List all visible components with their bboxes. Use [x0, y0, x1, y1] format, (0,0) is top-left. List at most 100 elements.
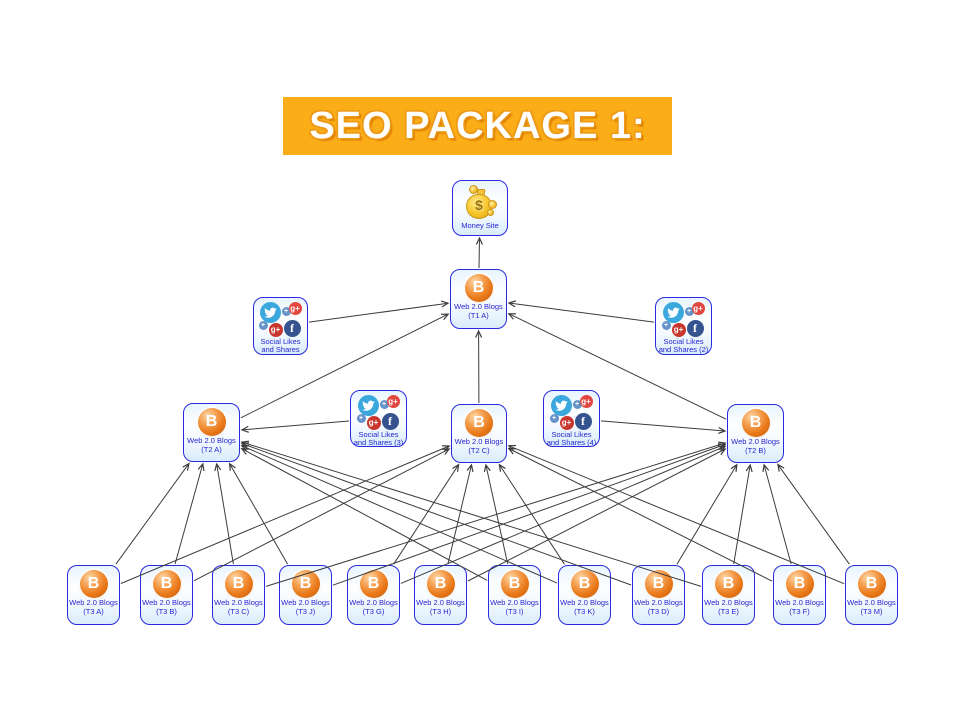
twitter-icon	[662, 302, 684, 323]
blogger-icon: B	[426, 570, 455, 598]
node-label: Social Likes	[663, 338, 704, 346]
googleplus-icon: g+	[386, 395, 400, 408]
node-t3a: B Web 2.0 Blogs (T3 A)	[67, 565, 120, 625]
node-t1a: B Web 2.0 Blogs (T1 A)	[450, 269, 507, 329]
node-label: Web 2.0 Blogs	[490, 599, 539, 607]
facebook-icon: f	[574, 413, 592, 430]
node-label: Web 2.0 Blogs	[69, 599, 118, 607]
googleplus-icon: g+	[288, 302, 302, 315]
node-label: Web 2.0 Blogs	[634, 599, 683, 607]
node-sublabel: and Shares (4)	[546, 438, 597, 447]
node-sublabel: (T3 G)	[362, 607, 385, 616]
title-banner: SEO PACKAGE 1:	[283, 97, 672, 155]
node-label: Web 2.0 Blogs	[416, 599, 465, 607]
social-likes-icon: +g++g+f	[549, 395, 594, 430]
like-thumb-icon: +	[258, 321, 268, 330]
twitter-icon	[357, 395, 379, 416]
node-label: Web 2.0 Blogs	[704, 599, 753, 607]
node-t3b: B Web 2.0 Blogs (T3 B)	[140, 565, 193, 625]
node-label: Social Likes	[551, 431, 592, 439]
blogger-icon: B	[785, 570, 814, 598]
node-label: Web 2.0 Blogs	[560, 599, 609, 607]
blogger-icon: B	[465, 409, 493, 437]
page-title: SEO PACKAGE 1:	[309, 104, 646, 147]
blogger-icon: B	[500, 570, 529, 598]
social-likes-icon: +g++g+f	[661, 302, 706, 337]
node-sublabel: (T2 C)	[468, 446, 490, 455]
node-sublabel: (T3 H)	[429, 607, 452, 616]
blogger-icon: B	[570, 570, 599, 598]
node-label: Web 2.0 Blogs	[731, 438, 780, 446]
node-label: Web 2.0 Blogs	[454, 438, 504, 446]
node-sublabel: (T3 I)	[505, 607, 524, 616]
blogger-icon: B	[644, 570, 673, 598]
node-t2c: B Web 2.0 Blogs (T2 C)	[451, 404, 507, 463]
node-money: $ Money Site	[452, 180, 508, 236]
googleplus-icon: g+	[366, 416, 381, 430]
googleplus-icon: g+	[579, 395, 593, 408]
googleplus-icon: g+	[268, 323, 283, 337]
node-t3h: B Web 2.0 Blogs (T3 H)	[414, 565, 467, 625]
node-t3j: B Web 2.0 Blogs (T3 J)	[279, 565, 332, 625]
social-likes-icon: +g++g+f	[356, 395, 401, 430]
facebook-icon: f	[283, 320, 301, 337]
like-thumb-icon: +	[281, 307, 291, 316]
node-label: Web 2.0 Blogs	[142, 599, 191, 607]
googleplus-icon: g+	[671, 323, 686, 337]
blogger-icon: B	[714, 570, 743, 598]
node-label: Web 2.0 Blogs	[775, 599, 824, 607]
node-sublabel: (T2 A)	[201, 445, 222, 454]
node-sublabel: (T1 A)	[468, 311, 489, 320]
node-sublabel: (T3 E)	[718, 607, 739, 616]
twitter-icon	[550, 395, 572, 416]
node-label: Social Likes	[260, 338, 301, 346]
node-t3c: B Web 2.0 Blogs (T3 C)	[212, 565, 265, 625]
node-t3i: B Web 2.0 Blogs (T3 I)	[488, 565, 541, 625]
node-sublabel: (T3 K)	[574, 607, 595, 616]
blogger-icon: B	[857, 570, 886, 598]
node-t3m: B Web 2.0 Blogs (T3 M)	[845, 565, 898, 625]
node-t3k: B Web 2.0 Blogs (T3 K)	[558, 565, 611, 625]
social-likes-icon: +g++g+f	[258, 302, 303, 337]
node-label: Social Likes	[358, 431, 399, 439]
node-t3g: B Web 2.0 Blogs (T3 G)	[347, 565, 400, 625]
node-t2a: B Web 2.0 Blogs (T2 A)	[183, 403, 240, 462]
like-thumb-icon: +	[549, 414, 559, 423]
node-sublabel: and Shares (3)	[353, 438, 404, 447]
node-label: Web 2.0 Blogs	[349, 599, 398, 607]
node-label: Web 2.0 Blogs	[214, 599, 263, 607]
node-sublabel: (T3 J)	[295, 607, 316, 616]
node-social2: +g++g+f Social Likes and Shares (2)	[655, 297, 712, 355]
blogger-icon: B	[464, 274, 493, 302]
node-label: Web 2.0 Blogs	[847, 599, 896, 607]
node-label: Money Site	[461, 222, 499, 230]
node-social3: +g++g+f Social Likes and Shares (3)	[350, 390, 407, 447]
blogger-icon: B	[291, 570, 320, 598]
node-t3d: B Web 2.0 Blogs (T3 D)	[632, 565, 685, 625]
node-sublabel: (T3 F)	[789, 607, 810, 616]
blogger-icon: B	[224, 570, 253, 598]
blogger-icon: B	[79, 570, 108, 598]
node-t3f: B Web 2.0 Blogs (T3 F)	[773, 565, 826, 625]
facebook-icon: f	[686, 320, 704, 337]
node-sublabel: (T3 D)	[647, 607, 670, 616]
node-t2b: B Web 2.0 Blogs (T2 B)	[727, 404, 784, 463]
blogger-icon: B	[197, 408, 226, 436]
blogger-icon: B	[359, 570, 388, 598]
node-sublabel: (T3 B)	[156, 607, 177, 616]
like-thumb-icon: +	[356, 414, 366, 423]
node-label: Web 2.0 Blogs	[281, 599, 330, 607]
node-label: Web 2.0 Blogs	[454, 303, 503, 311]
node-t3e: B Web 2.0 Blogs (T3 E)	[702, 565, 755, 625]
like-thumb-icon: +	[661, 321, 671, 330]
node-sublabel: and Shares (2)	[658, 346, 709, 354]
money-bag-icon: $	[463, 185, 497, 221]
node-social1: +g++g+f Social Likes and Shares	[253, 297, 308, 355]
node-sublabel: (T3 A)	[83, 607, 104, 616]
node-sublabel: (T3 C)	[227, 607, 250, 616]
facebook-icon: f	[381, 413, 399, 430]
node-social4: +g++g+f Social Likes and Shares (4)	[543, 390, 600, 447]
twitter-icon	[259, 302, 281, 323]
blogger-icon: B	[741, 409, 770, 437]
